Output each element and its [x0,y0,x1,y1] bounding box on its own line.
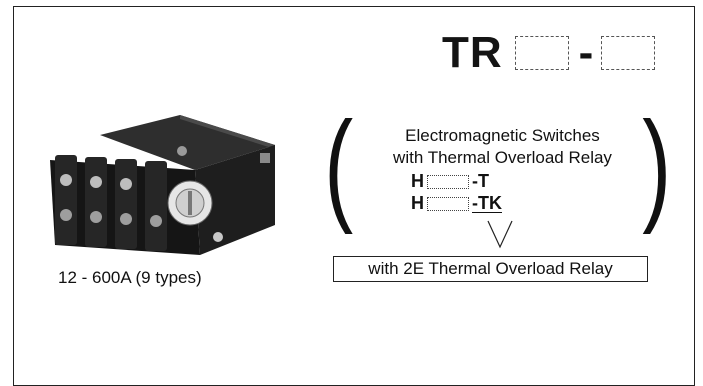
model-title: TR - [442,28,656,78]
model-h-tk-suffix: -TK [472,193,502,213]
current-range-caption: 12 - 600A (9 types) [58,268,202,287]
model-code-placeholder-1 [514,36,569,70]
model-h-t: H -T [411,171,489,192]
model-code-placeholder-2 [601,36,656,70]
model-h-tk-placeholder [427,196,469,211]
description-line-2: with Thermal Overload Relay [393,148,612,167]
model-h-t-prefix: H [411,171,424,191]
description-block: Electromagnetic Switches with Thermal Ov… [360,125,645,169]
right-parenthesis: ) [642,97,672,235]
description-line-1: Electromagnetic Switches [405,126,600,145]
model-prefix: TR [442,28,503,77]
model-h-t-placeholder [427,174,469,189]
left-parenthesis: ( [324,97,354,235]
model-separator: - [578,28,594,77]
callout-note: with 2E Thermal Overload Relay [333,256,648,282]
model-h-t-suffix: -T [472,171,489,191]
model-h-tk-prefix: H [411,193,424,213]
callout-leader-line [487,220,513,249]
thermal-relay-photo [50,115,275,255]
model-h-tk: H -TK [411,193,502,214]
